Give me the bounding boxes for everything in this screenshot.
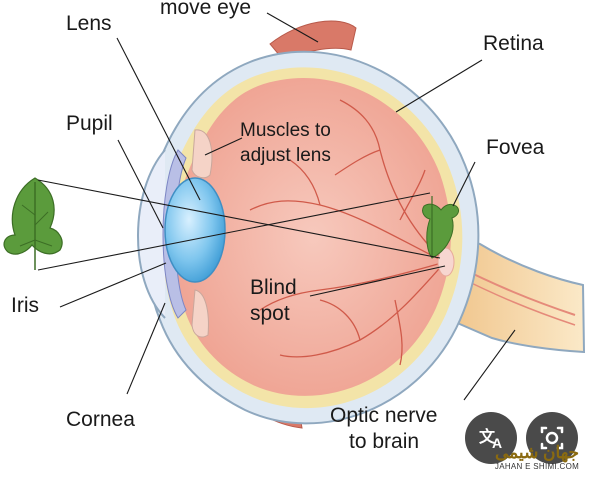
- label-iris: Iris: [11, 294, 39, 317]
- leaf-object: [3, 177, 63, 270]
- label-blind-line2: spot: [250, 302, 290, 325]
- camera-search-icon: [540, 426, 564, 450]
- label-cornea: Cornea: [66, 408, 135, 431]
- label-muscles-line1: Muscles to: [240, 120, 331, 141]
- light-rays: [37, 179, 441, 271]
- lens: [164, 177, 226, 283]
- label-optic-line2: to brain: [349, 430, 420, 453]
- label-muscles-line2: adjust lens: [240, 145, 331, 166]
- label-lens: Lens: [66, 12, 112, 35]
- watermark-arabic: جهان شیمی: [494, 443, 580, 462]
- svg-text:文: 文: [479, 427, 496, 446]
- label-blind-line1: Blind: [250, 276, 297, 299]
- lens-search-button[interactable]: [526, 412, 578, 464]
- watermark-latin: JAHAN E SHIMI.COM: [494, 462, 580, 471]
- label-pupil: Pupil: [66, 112, 113, 135]
- label-fovea: Fovea: [486, 136, 545, 159]
- translate-icon: 文 A: [479, 427, 502, 451]
- translate-button[interactable]: 文 A: [465, 412, 517, 464]
- leader-lines: [59, 12, 516, 401]
- label-move-eye: move eye: [160, 0, 252, 19]
- ciliary-muscle-top: [191, 129, 213, 179]
- ciliary-muscle-bottom: [191, 289, 209, 338]
- watermark-logo: جهان شیمی JAHAN E SHIMI.COM: [487, 443, 587, 472]
- retina-image-leaf: [422, 196, 460, 259]
- svg-text:A: A: [492, 435, 502, 451]
- cornea: [137, 149, 166, 319]
- label-retina: Retina: [483, 32, 544, 55]
- blood-vessels: [249, 99, 446, 366]
- label-optic-line1: Optic nerve: [330, 404, 438, 427]
